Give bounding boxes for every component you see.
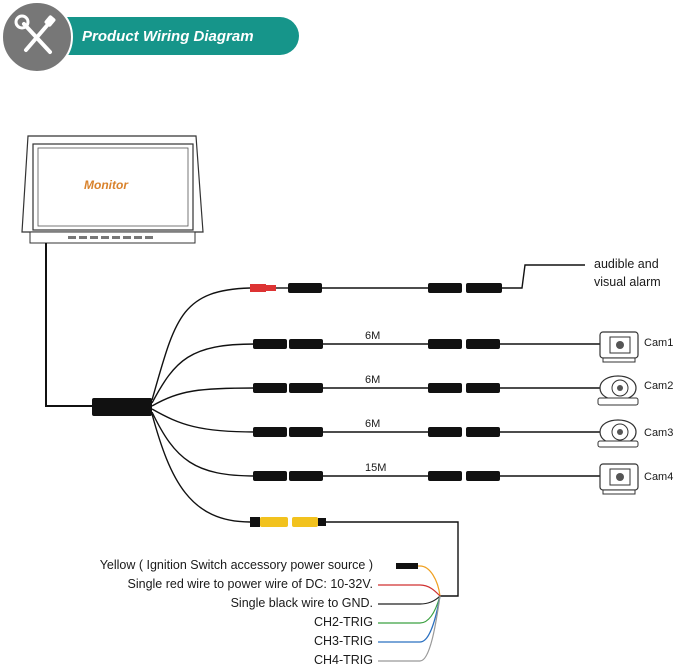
cam4-line <box>253 471 600 481</box>
monitor-cable <box>45 243 92 407</box>
control-box <box>92 398 152 416</box>
cam2-line <box>253 383 600 393</box>
wire-label-ch2: CH2-TRIG <box>313 615 373 629</box>
alarm-line <box>250 264 585 293</box>
camera-icon-cam2 <box>597 375 639 406</box>
cam1-length: 6M <box>365 330 381 342</box>
alarm-label-line1: audible and <box>594 257 659 271</box>
monitor-label: Monitor <box>84 178 128 192</box>
wire-label-ch4: CH4-TRIG <box>313 653 373 667</box>
cam3-label: Cam3 <box>644 427 674 439</box>
camera-lines <box>253 339 600 481</box>
wire-label-black: Single black wire to GND. <box>230 596 373 610</box>
alarm-label-line2: visual alarm <box>594 275 661 289</box>
cam3-length: 6M <box>365 418 381 430</box>
camera-icon-cam1 <box>599 331 639 363</box>
cam1-line <box>253 339 600 349</box>
branch-cables <box>151 287 256 523</box>
fanout-wires <box>378 565 441 662</box>
fuse-holder <box>396 563 418 569</box>
power-line <box>250 517 459 597</box>
header-banner: Product Wiring Diagram <box>58 17 299 55</box>
tools-icon <box>1 1 73 73</box>
cam4-length: 15M <box>365 462 387 474</box>
cam1-label: Cam1 <box>644 337 674 349</box>
monitor <box>21 135 204 244</box>
cam2-label: Cam2 <box>644 380 674 392</box>
wire-label-yellow: Yellow ( Ignition Switch accessory power… <box>99 558 373 572</box>
camera-icon-cam3 <box>597 419 639 448</box>
cam4-label: Cam4 <box>644 471 674 483</box>
camera-icon-cam4 <box>599 463 639 495</box>
cam2-length: 6M <box>365 374 381 386</box>
page-title: Product Wiring Diagram <box>82 27 254 45</box>
wire-label-red: Single red wire to power wire of DC: 10-… <box>127 577 374 591</box>
cam3-line <box>253 427 600 437</box>
wire-label-ch3: CH3-TRIG <box>313 634 373 648</box>
